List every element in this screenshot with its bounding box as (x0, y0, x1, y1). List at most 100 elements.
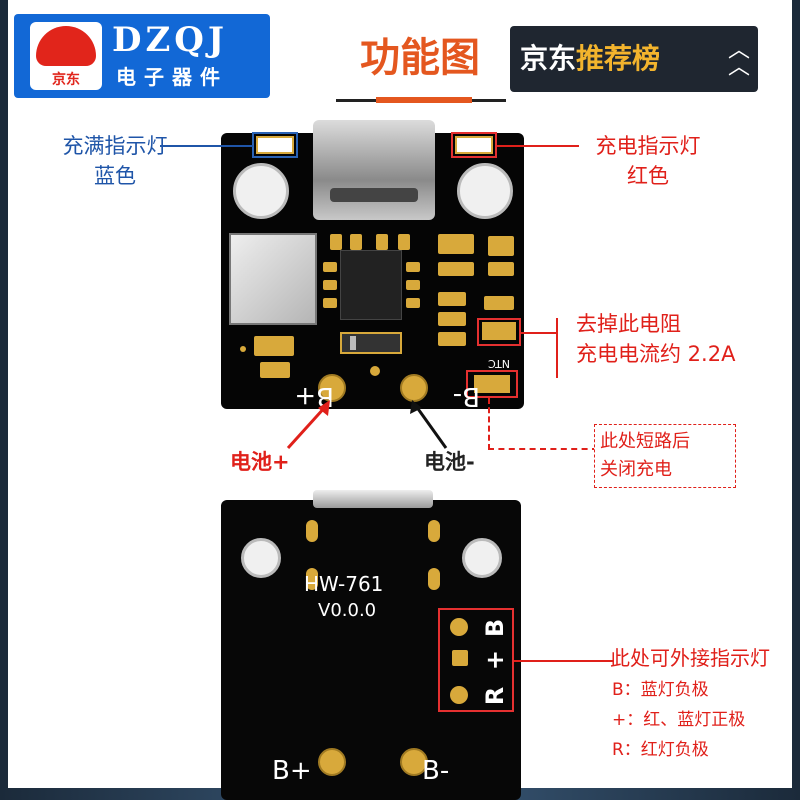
external-led-r-desc: R：红灯负极 (612, 740, 709, 760)
smd-component (350, 234, 362, 250)
resistor-leader-line (521, 332, 557, 334)
inductor (229, 233, 317, 325)
external-led-highlight-box (438, 608, 514, 712)
usb-shield-pad (428, 520, 440, 542)
short-note-box (594, 424, 736, 488)
ext-label-plus: + (481, 649, 509, 671)
battery-plus-label: 电池+ (230, 450, 290, 474)
logo-store-label: 京东 (52, 72, 80, 88)
rank-prefix: 京东 (520, 42, 577, 75)
usb-shield-pad (306, 568, 318, 590)
red-led-highlight-box (451, 132, 497, 158)
smd-component (438, 292, 466, 306)
full-led-leader-line (160, 145, 253, 147)
external-led-plus-desc: +：红、蓝灯正极 (612, 710, 746, 730)
smd-component (438, 262, 474, 276)
smd-component (488, 236, 514, 256)
battery-minus-pad (400, 374, 428, 402)
title-underline-accent (376, 97, 472, 103)
usb-c-connector-bottom (313, 490, 433, 508)
via (370, 366, 380, 376)
smd-component (260, 362, 290, 378)
battery-minus-label: 电池- (424, 450, 475, 474)
charger-ic (340, 250, 402, 320)
ntc-pad (474, 375, 510, 393)
board-version: V0.0.0 (318, 600, 377, 621)
red-led (455, 136, 493, 154)
ext-pad-r (450, 686, 468, 704)
smd-component (438, 312, 466, 326)
ext-label-r: R (481, 686, 509, 706)
ntc-highlight-box (466, 370, 518, 398)
smd-component (398, 234, 410, 250)
silk-ntc: NTC (488, 357, 510, 370)
mount-hole-bottom-left (241, 538, 281, 578)
smd-component (406, 262, 420, 272)
ext-pad-plus (452, 650, 468, 666)
diode-cathode-band (350, 336, 356, 350)
chevron-up-double-icon: ︿︿ (727, 38, 750, 80)
remove-resistor-label: 去掉此电阻 (576, 312, 681, 336)
short-leader-dashed-vertical (488, 398, 490, 450)
smd-component (484, 296, 514, 310)
mount-hole-left (233, 163, 289, 219)
short-note-line1: 此处短路后 (600, 431, 690, 452)
external-led-leader-line (514, 660, 614, 662)
silk-b-plus-bottom: B+ (272, 756, 312, 786)
usb-shield-pad (428, 568, 440, 590)
battery-minus-arrow (414, 405, 448, 449)
full-led-color-label: 蓝色 (94, 164, 136, 188)
battery-minus-arrowhead (410, 400, 422, 414)
jd-dog-head-icon (36, 26, 96, 66)
smd-component (438, 234, 474, 254)
battery-minus-pad-bottom (400, 748, 428, 776)
external-led-title: 此处可外接指示灯 (610, 646, 770, 670)
blue-led (256, 136, 294, 154)
current-resistor-highlight-box (477, 318, 521, 346)
rank-highlight: 推荐榜 (576, 42, 661, 75)
battery-plus-arrow (286, 404, 328, 450)
smd-component (376, 234, 388, 250)
rank-badge-text: 京东推荐榜 (520, 32, 720, 86)
battery-arrows (286, 400, 448, 450)
smd-component (406, 280, 420, 290)
usb-c-connector (313, 120, 435, 220)
battery-plus-arrowhead (318, 400, 330, 416)
short-note-line2: 关闭充电 (600, 459, 672, 480)
page-title: 功能图 (360, 35, 480, 81)
ext-label-b: B (481, 618, 509, 638)
resistor-bracket-line (556, 318, 558, 378)
battery-plus-pad-bottom (318, 748, 346, 776)
board-model: HW-761 (304, 572, 384, 596)
blue-led-highlight-box (252, 132, 298, 158)
charge-led-label: 充电指示灯 (595, 134, 701, 158)
smd-component (323, 298, 337, 308)
usb-c-port-slot (330, 188, 418, 202)
full-led-label: 充满指示灯 (62, 134, 168, 158)
rank-badge[interactable] (510, 26, 758, 92)
frame-right (792, 0, 800, 800)
smd-component (254, 336, 294, 356)
frame-left (0, 0, 8, 800)
usb-shield-pad (306, 520, 318, 542)
short-leader-dashed-horizontal (488, 448, 598, 450)
smd-component (406, 298, 420, 308)
via (240, 346, 246, 352)
external-led-b-desc: B：蓝灯负极 (612, 680, 709, 700)
charge-current-label: 充电电流约 2.2A (576, 342, 736, 366)
smd-component (323, 280, 337, 290)
current-set-resistor (482, 322, 516, 340)
silk-b-minus-bottom: B- (422, 756, 450, 786)
mount-hole-right (457, 163, 513, 219)
charge-led-leader-line (497, 145, 579, 147)
smd-component (323, 262, 337, 272)
brand-name: DZQJ (112, 20, 229, 60)
smd-component (438, 332, 466, 346)
battery-plus-pad (318, 374, 346, 402)
charge-led-color-label: 红色 (627, 164, 669, 188)
smd-component (488, 262, 514, 276)
ext-pad-b (450, 618, 468, 636)
smd-component (330, 234, 342, 250)
mount-hole-bottom-right (462, 538, 502, 578)
brand-subtitle: 电子器件 (116, 65, 228, 89)
